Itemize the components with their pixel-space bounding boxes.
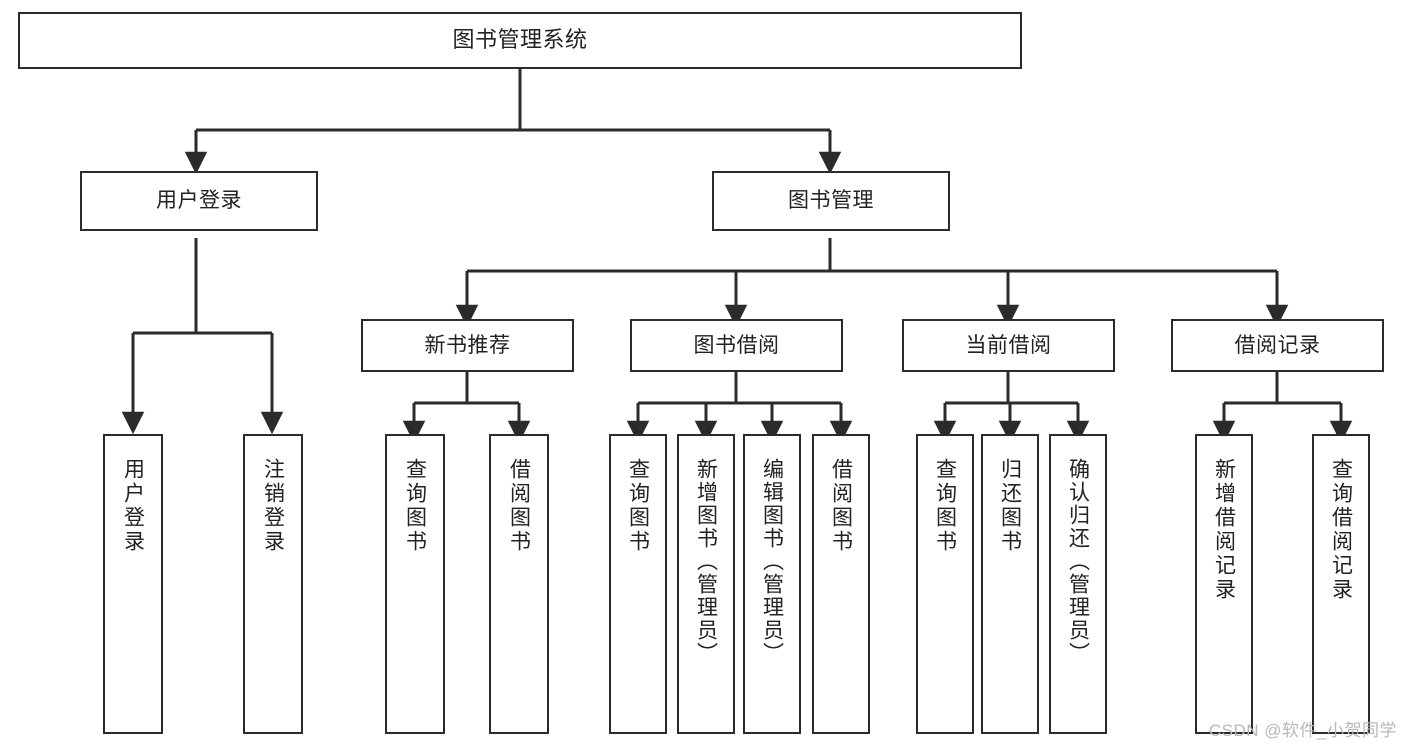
node-leaf-borrow-book-2[interactable]: 借阅图书	[812, 434, 870, 734]
node-label: 用户登录	[156, 189, 242, 213]
node-label: 查询图书	[933, 458, 957, 554]
node-leaf-edit-book[interactable]: 编辑图书（管理员）	[743, 434, 801, 734]
csdn-watermark: CSDN @软件_小贺同学	[1208, 721, 1397, 740]
node-label: 编辑图书（管理员）	[760, 458, 784, 665]
node-leaf-borrow-book-1[interactable]: 借阅图书	[489, 434, 549, 734]
node-label: 确认归还（管理员）	[1066, 458, 1090, 665]
node-label: 新书推荐	[424, 333, 511, 357]
node-label: 查询借阅记录	[1329, 458, 1353, 602]
node-label: 查询图书	[403, 458, 427, 554]
node-label: 图书借阅	[693, 333, 780, 357]
node-label: 查询图书	[626, 458, 650, 554]
node-leaf-query-book-3[interactable]: 查询图书	[916, 434, 974, 734]
node-current-borrow[interactable]: 当前借阅	[902, 319, 1115, 372]
node-leaf-user-login[interactable]: 用户登录	[103, 434, 163, 734]
node-leaf-query-record[interactable]: 查询借阅记录	[1312, 434, 1370, 734]
node-borrow-record[interactable]: 借阅记录	[1171, 319, 1384, 372]
node-label: 新增借阅记录	[1212, 458, 1236, 602]
node-label: 注销登录	[261, 458, 285, 554]
node-label: 用户登录	[121, 458, 145, 554]
node-leaf-add-record[interactable]: 新增借阅记录	[1195, 434, 1253, 734]
node-leaf-add-book[interactable]: 新增图书（管理员）	[677, 434, 735, 734]
node-user-login[interactable]: 用户登录	[80, 171, 318, 231]
node-label: 当前借阅	[965, 333, 1052, 357]
node-label: 借阅图书	[507, 458, 531, 554]
node-label: 归还图书	[998, 458, 1022, 554]
node-leaf-return-book[interactable]: 归还图书	[981, 434, 1039, 734]
node-leaf-confirm-return[interactable]: 确认归还（管理员）	[1049, 434, 1107, 734]
node-book-manage[interactable]: 图书管理	[712, 171, 950, 231]
node-new-book-recommend[interactable]: 新书推荐	[361, 319, 574, 372]
node-leaf-user-logout[interactable]: 注销登录	[243, 434, 303, 734]
node-book-borrow[interactable]: 图书借阅	[630, 319, 843, 372]
node-leaf-query-book-1[interactable]: 查询图书	[385, 434, 445, 734]
node-label: 借阅图书	[829, 458, 853, 554]
node-label: 图书管理系统	[452, 27, 588, 53]
node-root-book-management-system[interactable]: 图书管理系统	[18, 12, 1022, 69]
node-leaf-query-book-2[interactable]: 查询图书	[609, 434, 667, 734]
node-label: 新增图书（管理员）	[694, 458, 718, 665]
node-label: 借阅记录	[1234, 333, 1321, 357]
node-label: 图书管理	[788, 189, 874, 213]
